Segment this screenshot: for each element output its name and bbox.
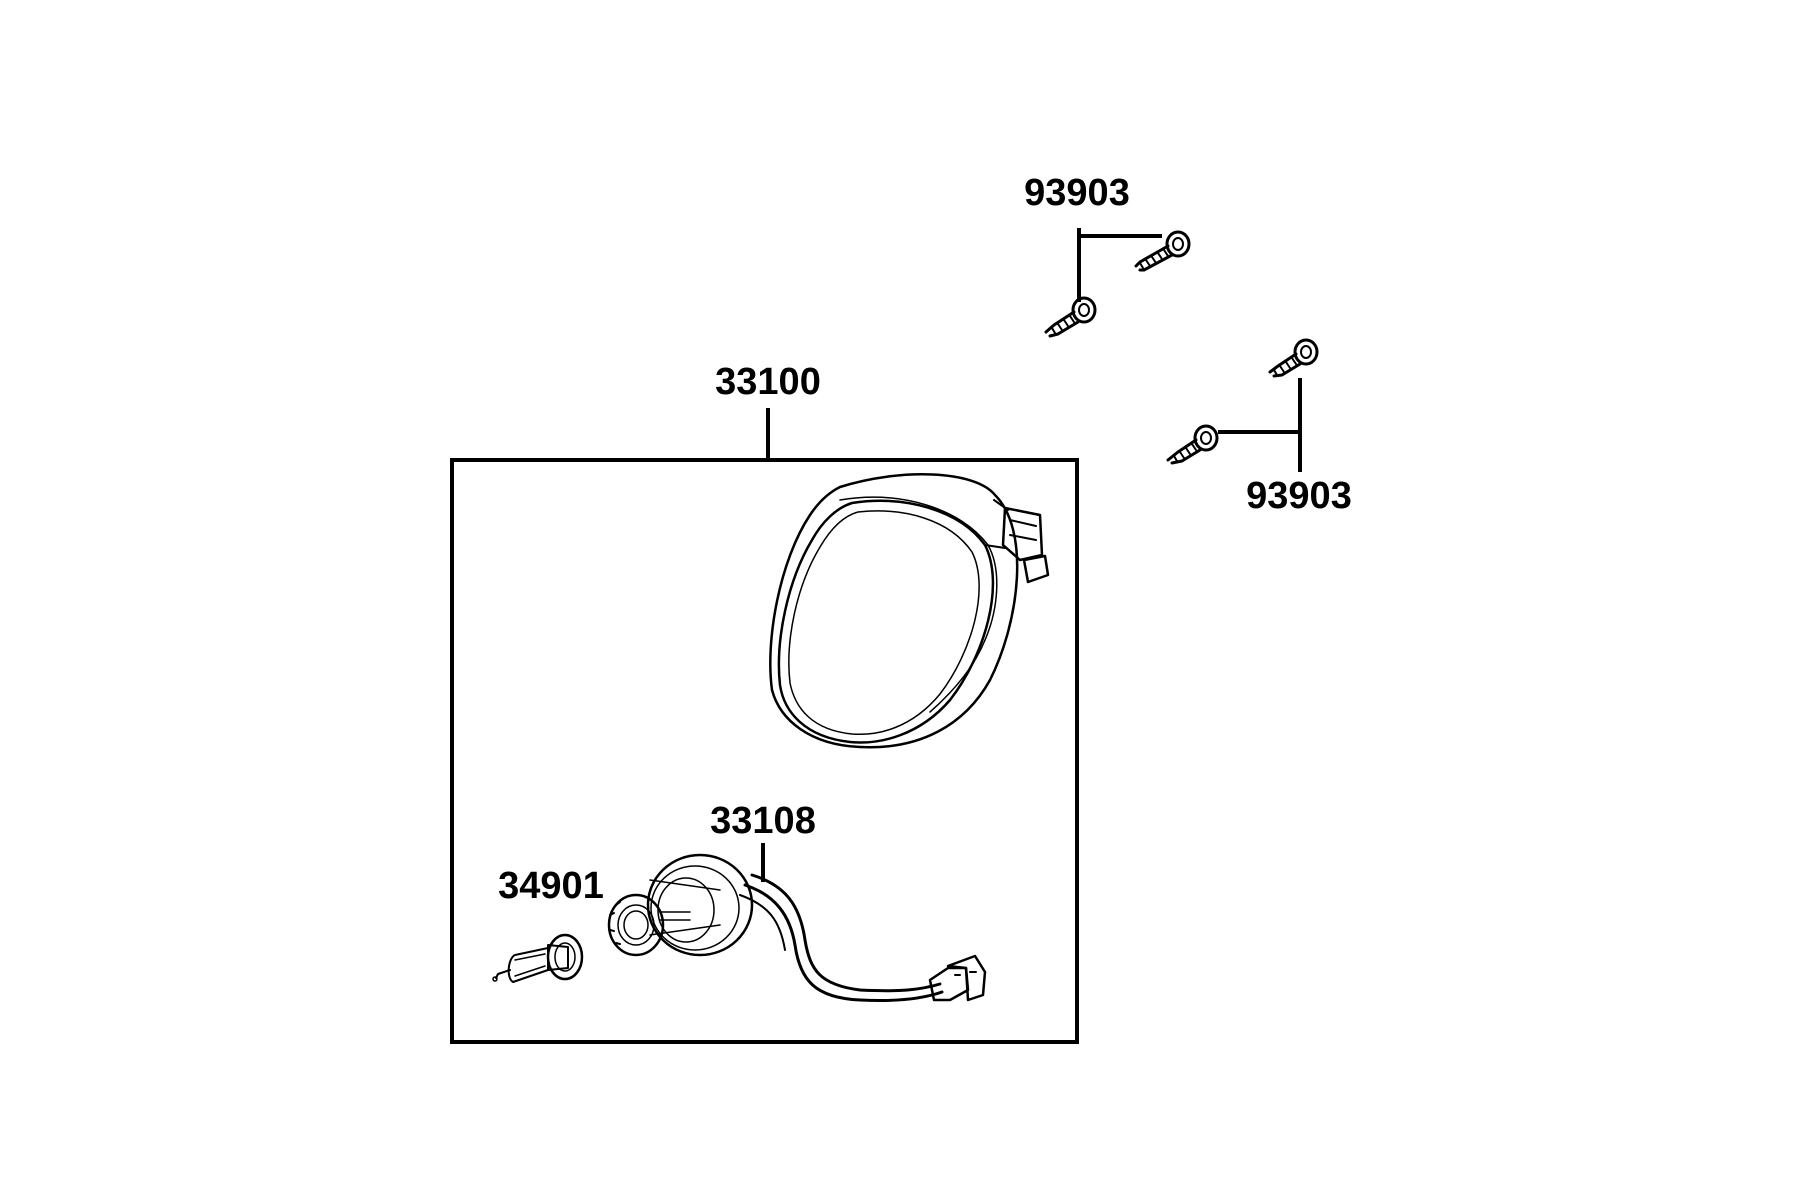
part-label-34901: 34901 <box>498 865 604 907</box>
screw-icon <box>1268 338 1319 378</box>
wire-harness-icon <box>739 873 944 1003</box>
bulb-icon <box>492 933 584 983</box>
connector-icon <box>928 954 987 1002</box>
leader-line <box>1218 378 1302 472</box>
part-label-93903-lower: 93903 <box>1246 475 1352 517</box>
screw-icon <box>1044 296 1097 338</box>
leader-line <box>1077 228 1162 302</box>
headlight-icon <box>769 473 1050 749</box>
socket-icon <box>607 853 754 957</box>
part-label-33108: 33108 <box>710 800 816 842</box>
headlight-assembly-group: 33100 33108 <box>450 361 1079 1044</box>
screw-group-lower: 93903 <box>1166 338 1352 517</box>
screw-icon <box>1166 424 1219 465</box>
part-label-33100: 33100 <box>715 361 821 403</box>
screw-icon <box>1134 230 1191 272</box>
screw-group-upper: 93903 <box>1024 172 1191 338</box>
part-label-93903-upper: 93903 <box>1024 172 1130 214</box>
assembly-frame <box>450 458 1079 1044</box>
